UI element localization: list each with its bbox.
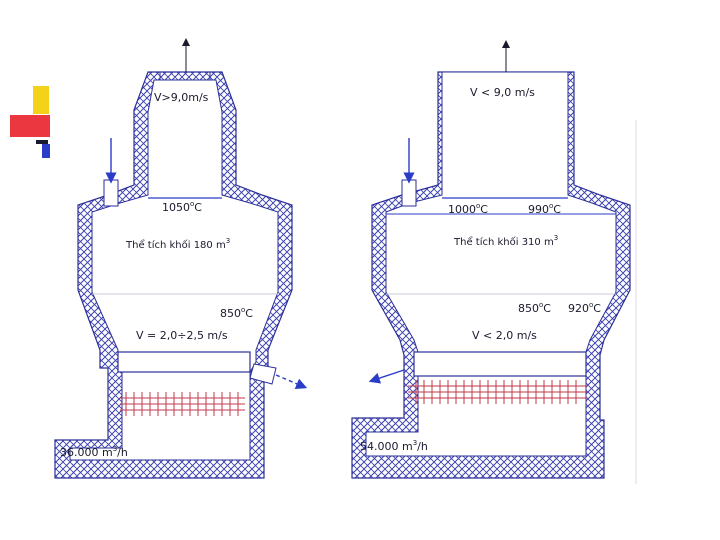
right-outlet-arrow [368, 369, 405, 384]
left-velocity-bottom: V = 2,0÷2,5 m/s [136, 329, 228, 342]
right-temp-mid-b: 920oC [568, 301, 601, 315]
left-reactor [54, 38, 308, 479]
right-distributor-box [413, 351, 587, 377]
slide-decoration [10, 86, 50, 158]
left-flow-rate: 36.000 m3/h [60, 445, 128, 459]
right-temp-top-b: 990oC [528, 202, 561, 216]
left-temp-top: 1050oC [162, 200, 202, 214]
left-outlet-pipe [249, 363, 277, 385]
left-temp-mid: 850oC [220, 306, 253, 320]
right-temp-top-a: 1000oC [448, 202, 488, 216]
right-temp-mid-a: 850oC [518, 301, 551, 315]
right-velocity-top: V < 9,0 m/s [470, 86, 535, 99]
right-reactor [351, 40, 637, 484]
left-outlet-arrow [275, 374, 308, 389]
left-velocity-top: V>9,0m/s [154, 91, 209, 104]
left-volume-label: Thể tích khối 180 m3 [125, 237, 230, 251]
right-volume-label: Thể tích khối 310 m3 [453, 234, 558, 248]
right-flow-rate: 54.000 m3/h [360, 439, 428, 453]
left-distributor-box [117, 351, 251, 373]
right-air-grid [408, 380, 588, 404]
right-velocity-bottom: V < 2,0 m/s [472, 329, 537, 342]
left-feed-pipe [103, 179, 119, 207]
left-air-grid [120, 392, 245, 416]
right-feed-pipe [401, 179, 417, 207]
